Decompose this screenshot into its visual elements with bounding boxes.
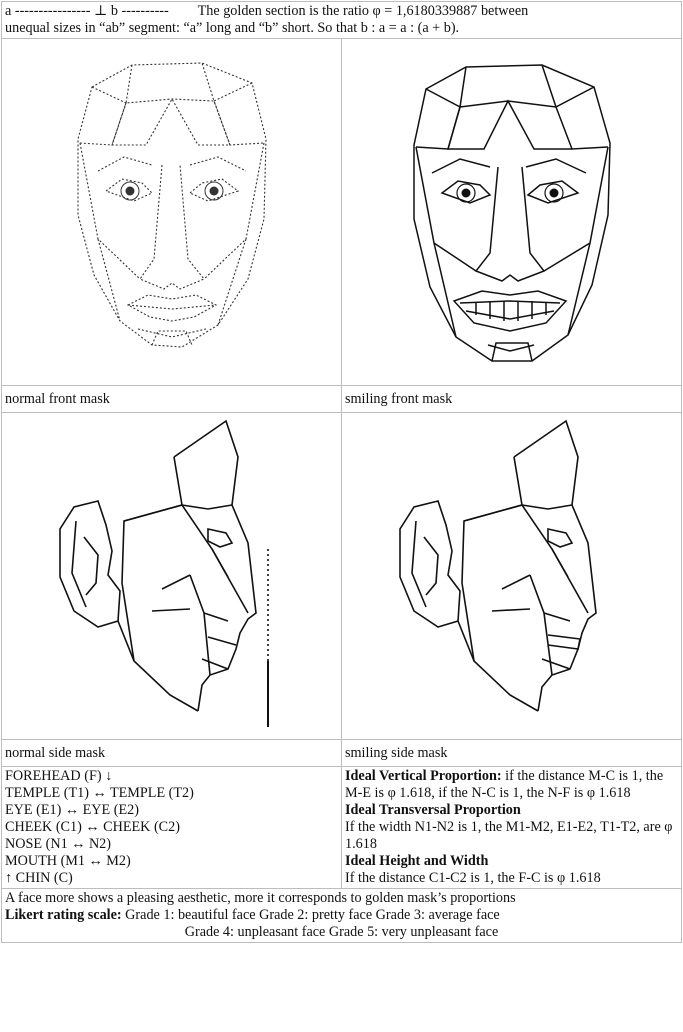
likert-scale-label: Likert rating scale: [5,907,122,923]
landmark-forehead: FOREHEAD (F) ↓ [5,768,338,785]
landmark-temple: TEMPLE (T1) ↔ TEMPLE (T2) [5,785,338,802]
normal-front-mask-image [2,39,345,385]
smiling-side-mask-caption: smiling side mask [342,740,682,767]
smiling-side-mask-image [342,413,678,739]
transversal-proportion-text: If the width N1-N2 is 1, the M1-M2, E1-E… [345,819,672,852]
golden-mask-table: a ---------------- ⊥ b ---------- The go… [1,1,682,943]
normal-side-mask-caption: normal side mask [2,740,342,767]
height-width-proportion-text: If the distance C1-C2 is 1, the F-C is φ… [345,870,601,886]
vertical-proportion: Ideal Vertical Proportion: if the distan… [345,768,678,802]
header-cell: a ---------------- ⊥ b ---------- The go… [2,2,682,39]
height-width-proportion-title: Ideal Height and Width [345,853,678,870]
landmark-cheek: CHEEK (C1) ↔ CHEEK (C2) [5,819,338,836]
smiling-front-mask-image [342,39,678,385]
normal-side-mask-image [2,413,345,739]
landmark-nose: NOSE (N1 ↔ N2) [5,836,338,853]
normal-front-mask-caption: normal front mask [2,386,342,413]
normal-front-mask-cell [2,39,342,386]
segment-diagram-text: a ---------------- ⊥ b ---------- [5,3,169,19]
vertical-proportion-title: Ideal Vertical Proportion: [345,768,502,784]
normal-side-mask-cell [2,413,342,740]
transversal-proportion: Ideal Transversal ProportionIf the width… [345,802,678,853]
landmark-mouth: MOUTH (M1 ↔ M2) [5,853,338,870]
landmark-list-cell: FOREHEAD (F) ↓ TEMPLE (T1) ↔ TEMPLE (T2)… [2,767,342,889]
height-width-proportion: Ideal Height and WidthIf the distance C1… [345,853,678,887]
golden-ratio-definition: The golden section is the ratio φ = 1,61… [198,3,529,19]
proportions-cell: Ideal Vertical Proportion: if the distan… [342,767,682,889]
aesthetic-statement: A face more shows a pleasing aesthetic, … [5,890,678,907]
smiling-side-mask-cell [342,413,682,740]
smiling-front-mask-caption: smiling front mask [342,386,682,413]
likert-scale: Likert rating scale: Grade 1: beautiful … [5,907,678,924]
transversal-proportion-title: Ideal Transversal Proportion [345,802,678,819]
golden-ratio-formula: unequal sizes in “ab” segment: “a” long … [5,20,678,37]
landmark-chin: ↑ CHIN (C) [5,870,338,887]
footer-cell: A face more shows a pleasing aesthetic, … [2,889,682,943]
likert-grades-4-5: Grade 4: unpleasant face Grade 5: very u… [5,924,678,941]
landmark-eye: EYE (E1) ↔ EYE (E2) [5,802,338,819]
likert-grades-1-3: Grade 1: beautiful face Grade 2: pretty … [122,907,500,923]
smiling-front-mask-cell [342,39,682,386]
